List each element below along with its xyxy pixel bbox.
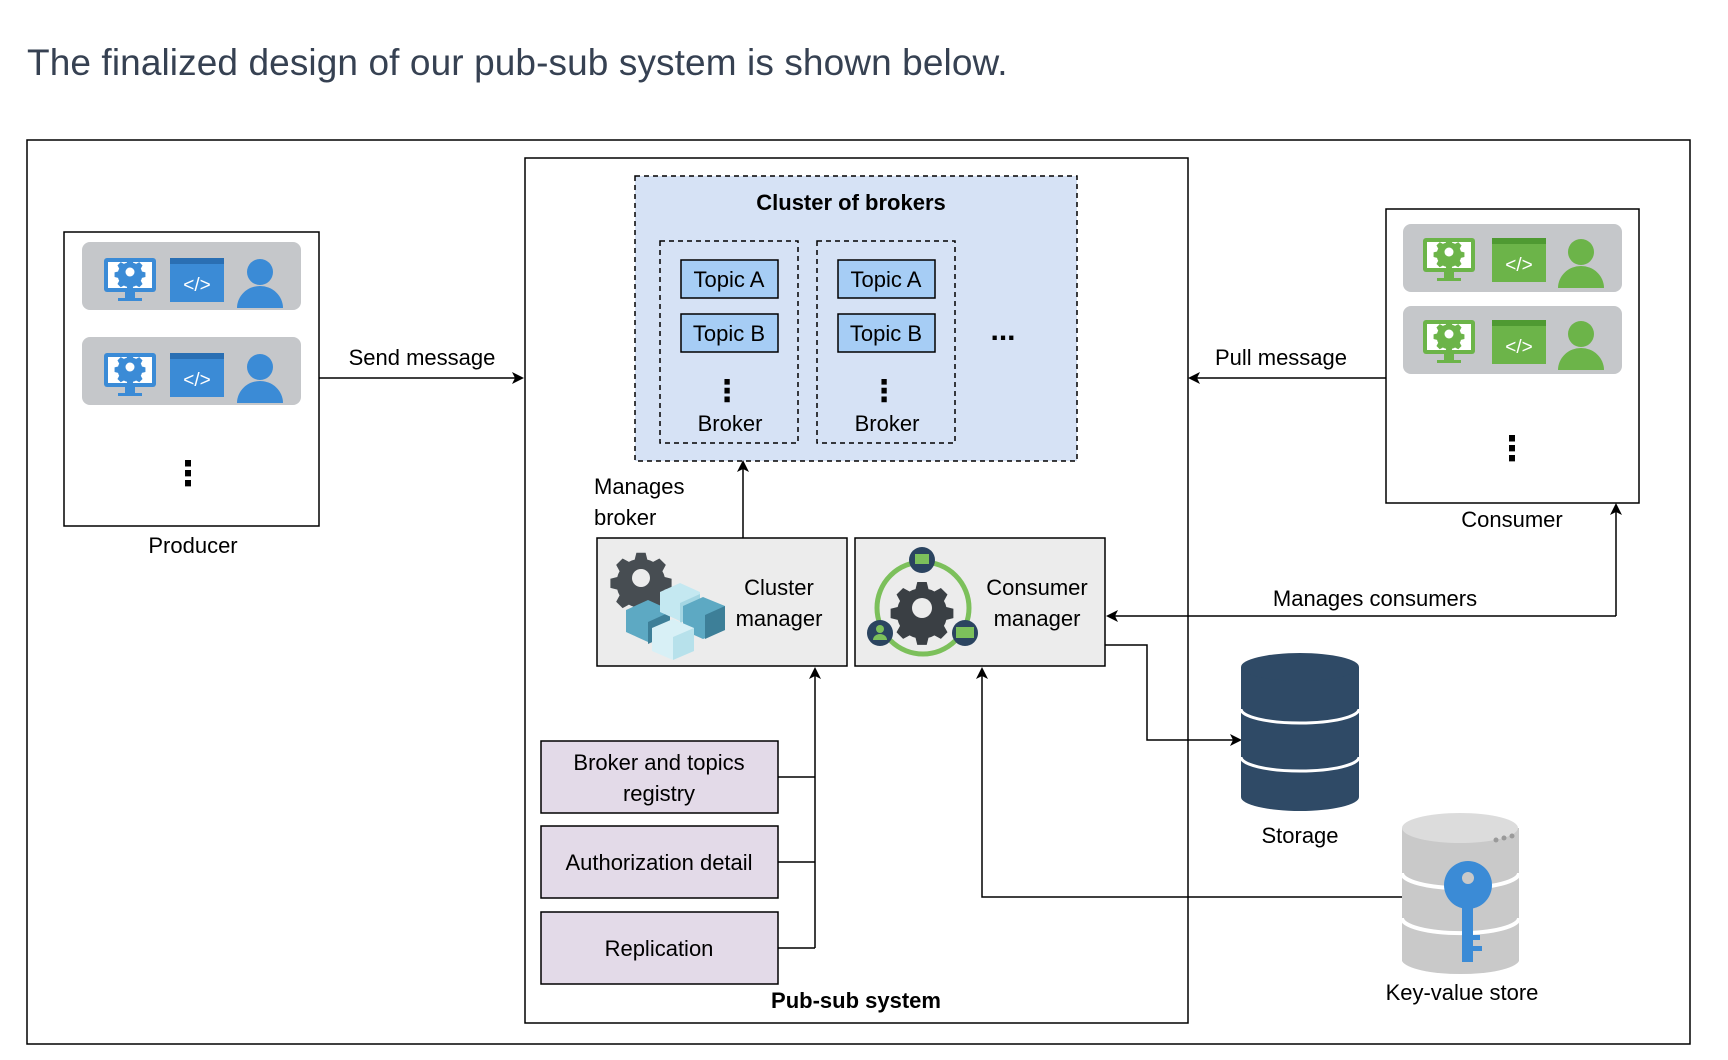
monitor-gear-icon (104, 353, 156, 396)
key-icon (1444, 861, 1492, 962)
cluster-manager: Cluster manager (596, 537, 848, 667)
consumer-manager-icon (867, 547, 978, 657)
monitor-gear-icon (104, 258, 156, 301)
manages-broker-label: broker (594, 505, 656, 530)
manages-broker-label: Manages (594, 474, 685, 499)
code-glyph: </> (1505, 337, 1532, 358)
gear-cubes-icon (610, 552, 725, 660)
send-message-label: Send message (349, 345, 496, 370)
consumer-row: </> (1403, 306, 1622, 374)
page-heading: The finalized design of our pub-sub syst… (27, 42, 1008, 83)
code-glyph: </> (183, 370, 210, 391)
consumer-manager-label: Consumer (986, 575, 1087, 600)
registry-box: Replication (540, 911, 779, 985)
storage-label: Storage (1261, 823, 1338, 848)
broker-more: ⋮ (712, 375, 742, 408)
producer-row: </> (82, 337, 301, 405)
topic-box (837, 259, 936, 299)
producer-label: Producer (148, 533, 237, 558)
topic-label: Topic B (850, 321, 922, 346)
registry-label: registry (623, 781, 695, 806)
registry-box: Authorization detail (540, 825, 779, 899)
producer-row: </> (82, 242, 301, 310)
code-window-icon: </> (1492, 320, 1546, 364)
pubsub-system: Pub-sub system Cluster of brokers Topic … (524, 157, 1189, 1024)
manages-consumers-label: Manages consumers (1273, 586, 1477, 611)
more-brokers: ... (990, 314, 1015, 347)
topic-label: Topic B (693, 321, 765, 346)
topic-box (680, 259, 779, 299)
person-icon (237, 354, 283, 403)
kv-to-consumer-manager-arrow (976, 667, 1402, 898)
consumer-row: </> (1403, 224, 1622, 292)
code-glyph: </> (183, 275, 210, 296)
storage-icon: Storage (1239, 653, 1361, 848)
to-storage-arrow (1105, 644, 1242, 746)
person-icon (1558, 239, 1604, 288)
consumer-manager: Consumer manager (854, 537, 1106, 667)
broker-label: Broker (855, 411, 920, 436)
broker-label: Broker (698, 411, 763, 436)
key-value-store-icon: Key-value store (1386, 813, 1539, 1005)
broker-box: Topic A Topic B ⋮ Broker (659, 240, 799, 444)
cluster-manager-label: manager (736, 606, 823, 631)
topic-box (680, 313, 779, 353)
consumer-manager-label: manager (994, 606, 1081, 631)
code-window-icon: </> (1492, 238, 1546, 282)
cluster-title: Cluster of brokers (756, 190, 946, 215)
broker-more: ⋮ (869, 375, 899, 408)
code-glyph: </> (1505, 255, 1532, 276)
person-icon (237, 259, 283, 308)
outer-frame (26, 139, 1691, 1045)
broker-box: Topic A Topic B ⋮ Broker (816, 240, 956, 444)
key-value-store-label: Key-value store (1386, 980, 1539, 1005)
pubsub-title: Pub-sub system (771, 988, 941, 1013)
registry-box: Broker and topics registry (540, 740, 779, 814)
person-icon (1558, 321, 1604, 370)
registry-label: Authorization detail (565, 850, 752, 875)
code-window-icon: </> (170, 353, 224, 397)
monitor-gear-icon (1423, 320, 1475, 363)
consumer-group: </> </> (1385, 208, 1640, 532)
topic-box (837, 313, 936, 353)
registry-connectors (778, 667, 821, 949)
monitor-gear-icon (1423, 238, 1475, 281)
producer-group: </> </> (63, 231, 320, 558)
topic-label: Topic A (851, 267, 922, 292)
consumer-more: ⋮ (1495, 430, 1529, 468)
topic-label: Topic A (694, 267, 765, 292)
registry-label: Broker and topics (573, 750, 744, 775)
producer-more: ⋮ (171, 455, 205, 493)
code-window-icon: </> (170, 258, 224, 302)
pull-message-label: Pull message (1215, 345, 1347, 370)
cluster-manager-label: Cluster (744, 575, 814, 600)
consumer-label: Consumer (1461, 507, 1562, 532)
registry-label: Replication (605, 936, 714, 961)
